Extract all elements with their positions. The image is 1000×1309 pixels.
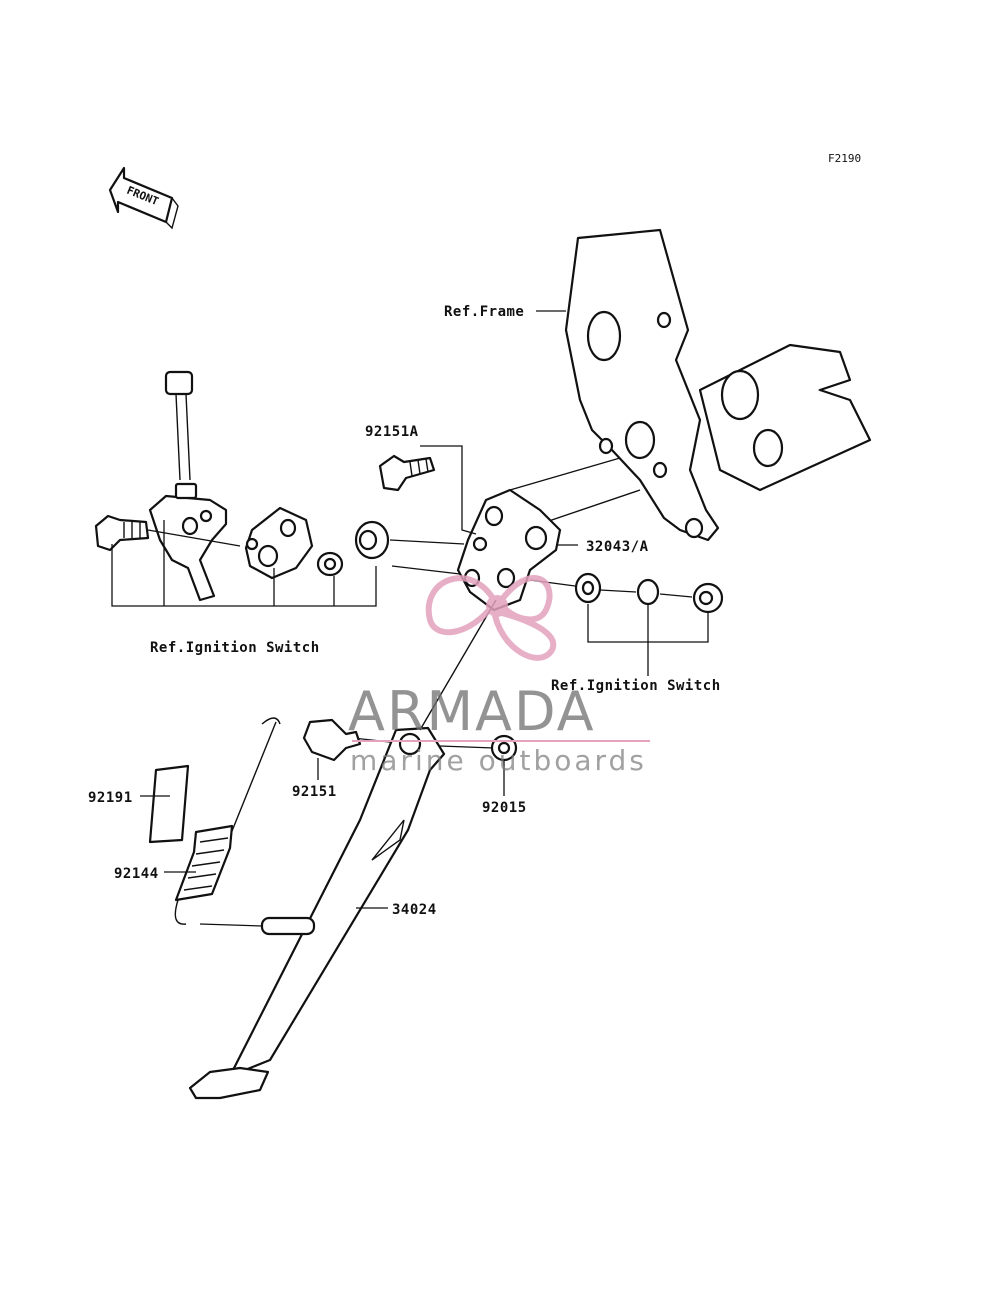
front-arrow-icon: FRONT [108,166,179,230]
ignition-collar-left [354,520,390,560]
label-92151: 92151 [292,784,337,800]
ignition-plate [244,506,314,580]
diagram-code: F2190 [828,152,861,165]
watermark-subtitle: marine outboards [350,744,647,777]
leader-lines [111,310,709,909]
label-ref-ignition-right: Ref.Ignition Switch [551,678,721,694]
ignition-washer-left [316,551,344,577]
ignition-switch-assembly [148,370,228,602]
side-stand-34024 [188,599,497,1100]
label-ref-ignition-left: Ref.Ignition Switch [150,640,320,656]
spring-92144 [174,717,281,925]
ignition-bolt-left [94,514,150,552]
tube-92191 [148,764,190,844]
bolt-92151a [378,454,436,492]
label-92144: 92144 [114,866,159,882]
pivot-bolt-92151 [302,718,362,762]
label-92191: 92191 [88,790,133,806]
label-92151a: 92151A [365,424,419,440]
label-92015: 92015 [482,800,527,816]
label-32043a: 32043/A [586,539,649,555]
label-34024: 34024 [392,902,437,918]
frame-drawing [509,228,872,542]
propeller-logo-icon [425,575,557,661]
spring-pin [260,916,316,936]
watermark: ARMADA marine outboards [348,575,650,777]
ignition-washers-right [574,572,724,614]
watermark-title: ARMADA [348,680,596,743]
label-ref-frame: Ref.Frame [444,304,524,320]
